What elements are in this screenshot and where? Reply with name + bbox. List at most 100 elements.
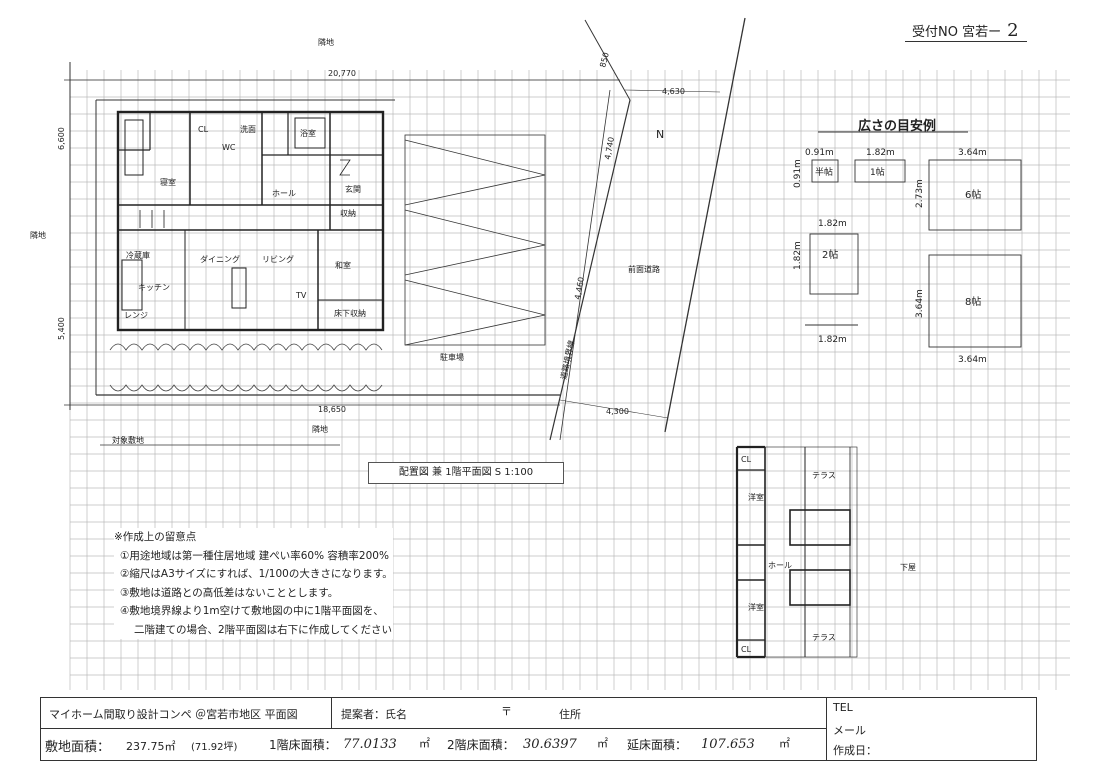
dim-diag-top: 4,630 bbox=[662, 87, 685, 96]
guide-labels: 0.91m 0.91m 1.82m 1.82m 1.82m 1.82m 3.64… bbox=[793, 148, 987, 365]
dim-road-low: 4,460 bbox=[573, 276, 586, 300]
floor2-area-value: 30.6397 bbox=[523, 737, 577, 752]
footer-divider bbox=[331, 698, 332, 728]
f2-terrace-2: テラス bbox=[812, 633, 836, 642]
note-item: ④敷地境界線より1m空けて敷地図の中に1階平面図を、 bbox=[120, 605, 384, 617]
room-bedroom: 寝室 bbox=[160, 177, 176, 187]
room-entrance: 玄関 bbox=[345, 184, 361, 194]
room-washroom: 洗面 bbox=[240, 124, 256, 134]
dim-364-a: 3.64m bbox=[958, 148, 987, 158]
area-unit: ㎡ bbox=[419, 737, 430, 750]
room-dining: ダイニング bbox=[200, 254, 240, 264]
plan-caption: 配置図 兼 1階平面図 S 1:100 bbox=[368, 462, 564, 484]
date-label: 作成日： bbox=[833, 744, 877, 757]
receipt-number: 受付NO 宮若ー 2 bbox=[912, 20, 1019, 41]
dim-273: 2.73m bbox=[915, 179, 925, 208]
proposer-label: 提案者：氏名 bbox=[341, 708, 407, 721]
area-unit: ㎡ bbox=[597, 737, 608, 750]
road-boundary: 道路境界線 bbox=[558, 339, 576, 380]
note-item: ①用途地域は第一種住居地域 建ぺい率60% 容積率200% bbox=[120, 549, 389, 562]
dim-left-upper: 6,600 bbox=[57, 127, 66, 150]
mail-label: メール bbox=[833, 724, 866, 737]
eight-tatami-label: 8帖 bbox=[965, 295, 981, 308]
dim-left-lower: 5,400 bbox=[57, 317, 66, 340]
dim-182-d: 1.82m bbox=[818, 335, 847, 345]
f2-cl-1: CL bbox=[741, 455, 752, 464]
total-area-value: 107.653 bbox=[701, 737, 755, 752]
dim-182-c: 1.82m bbox=[793, 241, 803, 270]
postal-mark: 〒 bbox=[501, 705, 512, 718]
floor1-area-value: 77.0133 bbox=[343, 737, 397, 752]
site-labels: 隣地 隣地 隣地 対象敷地 前面道路 20,770 18,650 6,600 5… bbox=[30, 37, 685, 445]
room-underfloor: 床下収納 bbox=[334, 308, 366, 318]
neighbor-bottom: 隣地 bbox=[312, 424, 328, 434]
guide-title: 広さの目安例 bbox=[858, 119, 937, 134]
dim-diag-bottom: 4,300 bbox=[606, 407, 629, 416]
room-kitchen: キッチン bbox=[138, 283, 170, 292]
floor1-plan bbox=[116, 110, 385, 332]
f2-room-1: 洋室 bbox=[748, 492, 764, 502]
site-plan bbox=[64, 17, 746, 446]
dim-364-c: 3.64m bbox=[958, 355, 987, 365]
one-tatami-label: 1帖 bbox=[870, 166, 885, 178]
front-road: 前面道路 bbox=[628, 264, 660, 274]
receipt-underline bbox=[905, 41, 1027, 42]
dim-091-b: 0.91m bbox=[793, 159, 803, 188]
tel-label: TEL bbox=[833, 701, 853, 714]
total-area-label: 延床面積： bbox=[627, 738, 688, 752]
north-mark: N bbox=[656, 128, 664, 141]
room-cl: CL bbox=[198, 125, 209, 134]
notes-block: ※作成上の留意点 ①用途地域は第一種住居地域 建ぺい率60% 容積率200% ②… bbox=[114, 528, 393, 639]
dim-364-b: 3.64m bbox=[915, 289, 925, 318]
two-tatami-label: 2帖 bbox=[822, 248, 838, 261]
dim-top: 20,770 bbox=[328, 69, 356, 78]
dim-road-mid: 4,740 bbox=[603, 136, 616, 160]
room-living: リビング bbox=[262, 254, 294, 264]
address-label: 住所 bbox=[559, 708, 581, 721]
f2-lower-roof: 下屋 bbox=[900, 563, 916, 572]
neighbor-top: 隣地 bbox=[318, 37, 334, 47]
room-storage: 収納 bbox=[340, 208, 356, 218]
size-guide bbox=[805, 131, 1022, 348]
notes-title: ※作成上の留意点 bbox=[114, 531, 197, 543]
floor1-area-label: 1階床面積： bbox=[269, 738, 337, 752]
six-tatami-label: 6帖 bbox=[965, 188, 981, 201]
room-japanese: 和室 bbox=[335, 260, 351, 270]
room-parking: 駐車場 bbox=[440, 352, 464, 362]
footer-divider bbox=[41, 728, 826, 729]
grid-lines bbox=[69, 70, 1070, 690]
neighbor-left: 隣地 bbox=[30, 230, 46, 240]
hedge bbox=[109, 343, 383, 392]
dim-182-b: 1.82m bbox=[818, 219, 847, 229]
floor2-plan bbox=[735, 445, 858, 659]
note-item: ③敷地は道路との高低差はないこととします。 bbox=[120, 586, 339, 599]
room-tv: TV bbox=[295, 291, 307, 300]
note-item: ②縮尺はA3サイズにすれば、1/100の大きさになります。 bbox=[120, 568, 393, 580]
room-wc: WC bbox=[222, 143, 236, 152]
receipt-value: 2 bbox=[1007, 20, 1019, 41]
title-block: マイホーム間取り設計コンペ ＠宮若市地区 平面図 提案者：氏名 〒 住所 TEL… bbox=[40, 697, 1037, 761]
site-area-value: 237.75㎡ bbox=[126, 740, 176, 753]
room-bath: 浴室 bbox=[300, 128, 316, 138]
room-labels: CL WC 洗面 浴室 玄関 ホール 寝室 リビング ダイニング キッチン 和室… bbox=[124, 124, 916, 654]
note-item: 二階建ての場合、2階平面図は右下に作成してください bbox=[134, 623, 393, 636]
floor2-area-label: 2階床面積： bbox=[447, 738, 515, 752]
room-range: レンジ bbox=[124, 311, 148, 320]
f2-hall: ホール bbox=[768, 561, 792, 570]
dim-182-a: 1.82m bbox=[866, 148, 895, 158]
site-area-tsubo: (71.92坪) bbox=[191, 742, 238, 753]
footer-divider bbox=[826, 698, 827, 760]
site-area-label: 敷地面積： bbox=[45, 740, 111, 755]
dim-road-top: 850 bbox=[598, 51, 611, 68]
room-fridge: 冷蔵庫 bbox=[126, 250, 150, 260]
f2-cl-2: CL bbox=[741, 645, 752, 654]
dim-091-a: 0.91m bbox=[805, 148, 834, 158]
area-unit: ㎡ bbox=[779, 737, 790, 750]
receipt-label: 受付NO 宮若ー bbox=[912, 25, 1002, 40]
room-hall: ホール bbox=[272, 189, 296, 198]
contest-title: マイホーム間取り設計コンペ ＠宮若市地区 平面図 bbox=[49, 708, 298, 721]
dim-bottom: 18,650 bbox=[318, 405, 346, 414]
target-site: 対象敷地 bbox=[112, 435, 144, 445]
half-tatami-label: 半帖 bbox=[815, 166, 833, 178]
